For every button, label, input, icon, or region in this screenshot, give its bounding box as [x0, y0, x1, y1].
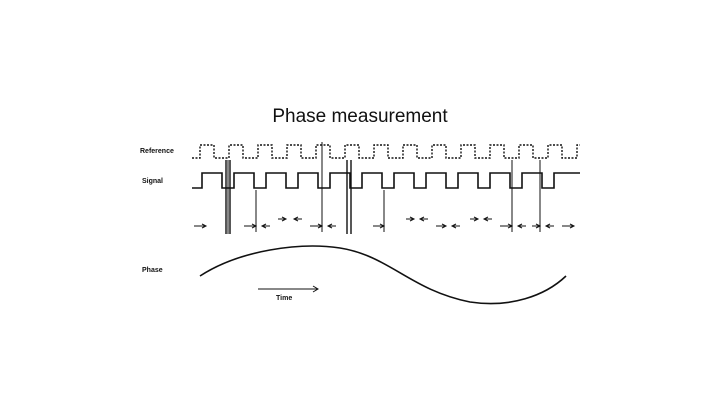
reference-waveform	[192, 144, 580, 159]
signal-waveform	[192, 172, 580, 189]
interval-arrows	[194, 216, 576, 229]
time-label: Time	[276, 295, 292, 302]
time-arrow	[258, 285, 319, 293]
phase-label: Phase	[142, 267, 163, 274]
phase-difference-markers	[225, 142, 541, 234]
diagram-title: Phase measurement	[272, 106, 448, 127]
signal-label: Signal	[142, 178, 163, 185]
reference-label: Reference	[140, 148, 174, 155]
phase-curve	[199, 245, 567, 305]
